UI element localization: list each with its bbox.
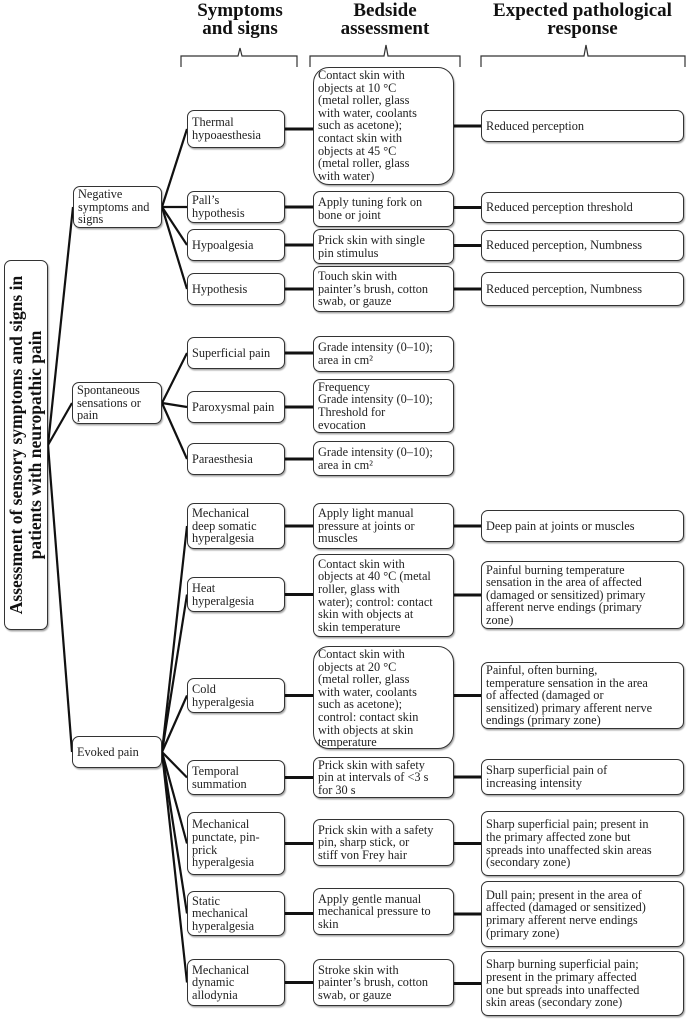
symptom-paraesthesia: Paraesthesia — [187, 443, 285, 475]
assessment-mechanical-punctate-hyperalgesia: Prick skin with a safety pin, sharp stic… — [313, 819, 454, 866]
connector-group-to-symptom — [160, 128, 189, 208]
symptom-palls-hypothesis: Pall’s hypothesis — [187, 191, 285, 223]
header-bedside-assessment: Bedside assessment — [340, 0, 430, 39]
connector-root-to-group — [46, 206, 75, 446]
connector-group-to-symptom — [161, 751, 188, 779]
symptom-static-mechanical-hyperalgesia: Static mechanical hyperalgesia — [187, 891, 285, 936]
assessment-heat-hyperalgesia: Contact skin with objects at 40 °C (meta… — [313, 554, 454, 637]
bracket-response — [480, 44, 686, 67]
root-title: Assessment of sensory symptoms and signs… — [6, 275, 45, 615]
symptom-mechanical-deep-somatic-hyperalgesia: Mechanical deep somatic hyperalgesia — [187, 503, 285, 549]
header-expected-response: Expected pathological response — [493, 0, 672, 39]
response-heat-hyperalgesia: Painful burning temperature sensation in… — [481, 561, 684, 629]
response-mechanical-punctate-hyperalgesia: Sharp superficial pain; present in the p… — [481, 811, 684, 876]
root-node: Assessment of sensory symptoms and signs… — [4, 260, 48, 630]
connector-group-to-symptom — [160, 206, 189, 290]
bracket-bedside — [309, 44, 461, 67]
symptom-thermal-hypoaesthesia: Thermal hypoaesthesia — [187, 110, 285, 148]
connector-group-to-symptom — [161, 352, 188, 404]
response-palls-hypothesis: Reduced perception threshold — [481, 192, 684, 223]
assessment-thermal-hypoaesthesia: Contact skin with objects at 10 °C (meta… — [313, 67, 454, 185]
connector-group-to-symptom — [161, 401, 188, 409]
connector-group-to-symptom — [160, 751, 189, 914]
connector-group-to-symptom — [160, 594, 189, 753]
symptom-superficial-pain: Superficial pain — [187, 337, 285, 369]
symptom-mechanical-dynamic-allodynia: Mechanical dynamic allodynia — [187, 959, 285, 1006]
assessment-temporal-summation: Prick skin with safety pin at intervals … — [313, 757, 454, 798]
assessment-static-mechanical-hyperalgesia: Apply gentle manual mechanical pressure … — [313, 888, 454, 935]
response-thermal-hypoaesthesia: Reduced perception — [481, 110, 684, 142]
bracket-symptoms — [180, 47, 298, 67]
connector-root-to-group — [47, 402, 73, 446]
response-temporal-summation: Sharp superficial pain of increasing int… — [481, 759, 684, 795]
symptom-heat-hyperalgesia: Heat hyperalgesia — [187, 577, 285, 612]
symptom-hypothesis: Hypothesis — [187, 273, 285, 305]
assessment-paroxysmal-pain: Frequency Grade intensity (0–10); Thresh… — [313, 379, 454, 433]
response-cold-hyperalgesia: Painful, often burning, temperature sens… — [481, 662, 684, 729]
symptom-mechanical-punctate-hyperalgesia: Mechanical punctate, pin- prick hyperalg… — [187, 812, 285, 875]
connector-root-to-group — [46, 444, 74, 753]
assessment-palls-hypothesis: Apply tuning fork on bone or joint — [313, 191, 454, 227]
assessment-hypothesis: Touch skin with painter’s brush, cotton … — [313, 266, 454, 312]
connector-group-to-symptom — [161, 206, 188, 246]
connector-group-to-symptom — [160, 402, 189, 460]
symptom-hypoalgesia: Hypoalgesia — [187, 229, 285, 261]
assessment-cold-hyperalgesia: Contact skin with objects at 20 °C (meta… — [313, 646, 454, 749]
assessment-paraesthesia: Grade intensity (0–10); area in cm² — [313, 441, 454, 476]
connector-group-to-symptom — [160, 525, 189, 753]
connector-group-to-symptom — [160, 695, 189, 753]
symptom-paroxysmal-pain: Paroxysmal pain — [187, 391, 285, 423]
group-spontaneous-sensations: Spontaneous sensations or pain — [72, 382, 162, 424]
symptom-temporal-summation: Temporal summation — [187, 760, 285, 795]
header-symptoms-and-signs: Symptoms and signs — [197, 0, 283, 39]
connector-group-to-symptom — [160, 751, 189, 844]
response-hypoalgesia: Reduced perception, Numbness — [481, 230, 684, 261]
group-evoked-pain: Evoked pain — [72, 736, 162, 768]
connector-group-to-symptom — [160, 751, 189, 983]
response-static-mechanical-hyperalgesia: Dull pain; present in the area of affect… — [481, 881, 684, 947]
assessment-mechanical-deep-somatic-hyperalgesia: Apply light manual pressure at joints or… — [313, 503, 454, 549]
assessment-hypoalgesia: Prick skin with single pin stimulus — [313, 229, 454, 264]
symptom-cold-hyperalgesia: Cold hyperalgesia — [187, 678, 285, 713]
response-mechanical-deep-somatic-hyperalgesia: Deep pain at joints or muscles — [481, 510, 684, 542]
response-hypothesis: Reduced perception, Numbness — [481, 272, 684, 306]
response-mechanical-dynamic-allodynia: Sharp burning superficial pain; present … — [481, 951, 684, 1016]
assessment-superficial-pain: Grade intensity (0–10); area in cm² — [313, 336, 454, 372]
assessment-mechanical-dynamic-allodynia: Stroke skin with painter’s brush, cotton… — [313, 959, 454, 1006]
group-negative-symptoms: Negative symptoms and signs — [73, 186, 162, 228]
